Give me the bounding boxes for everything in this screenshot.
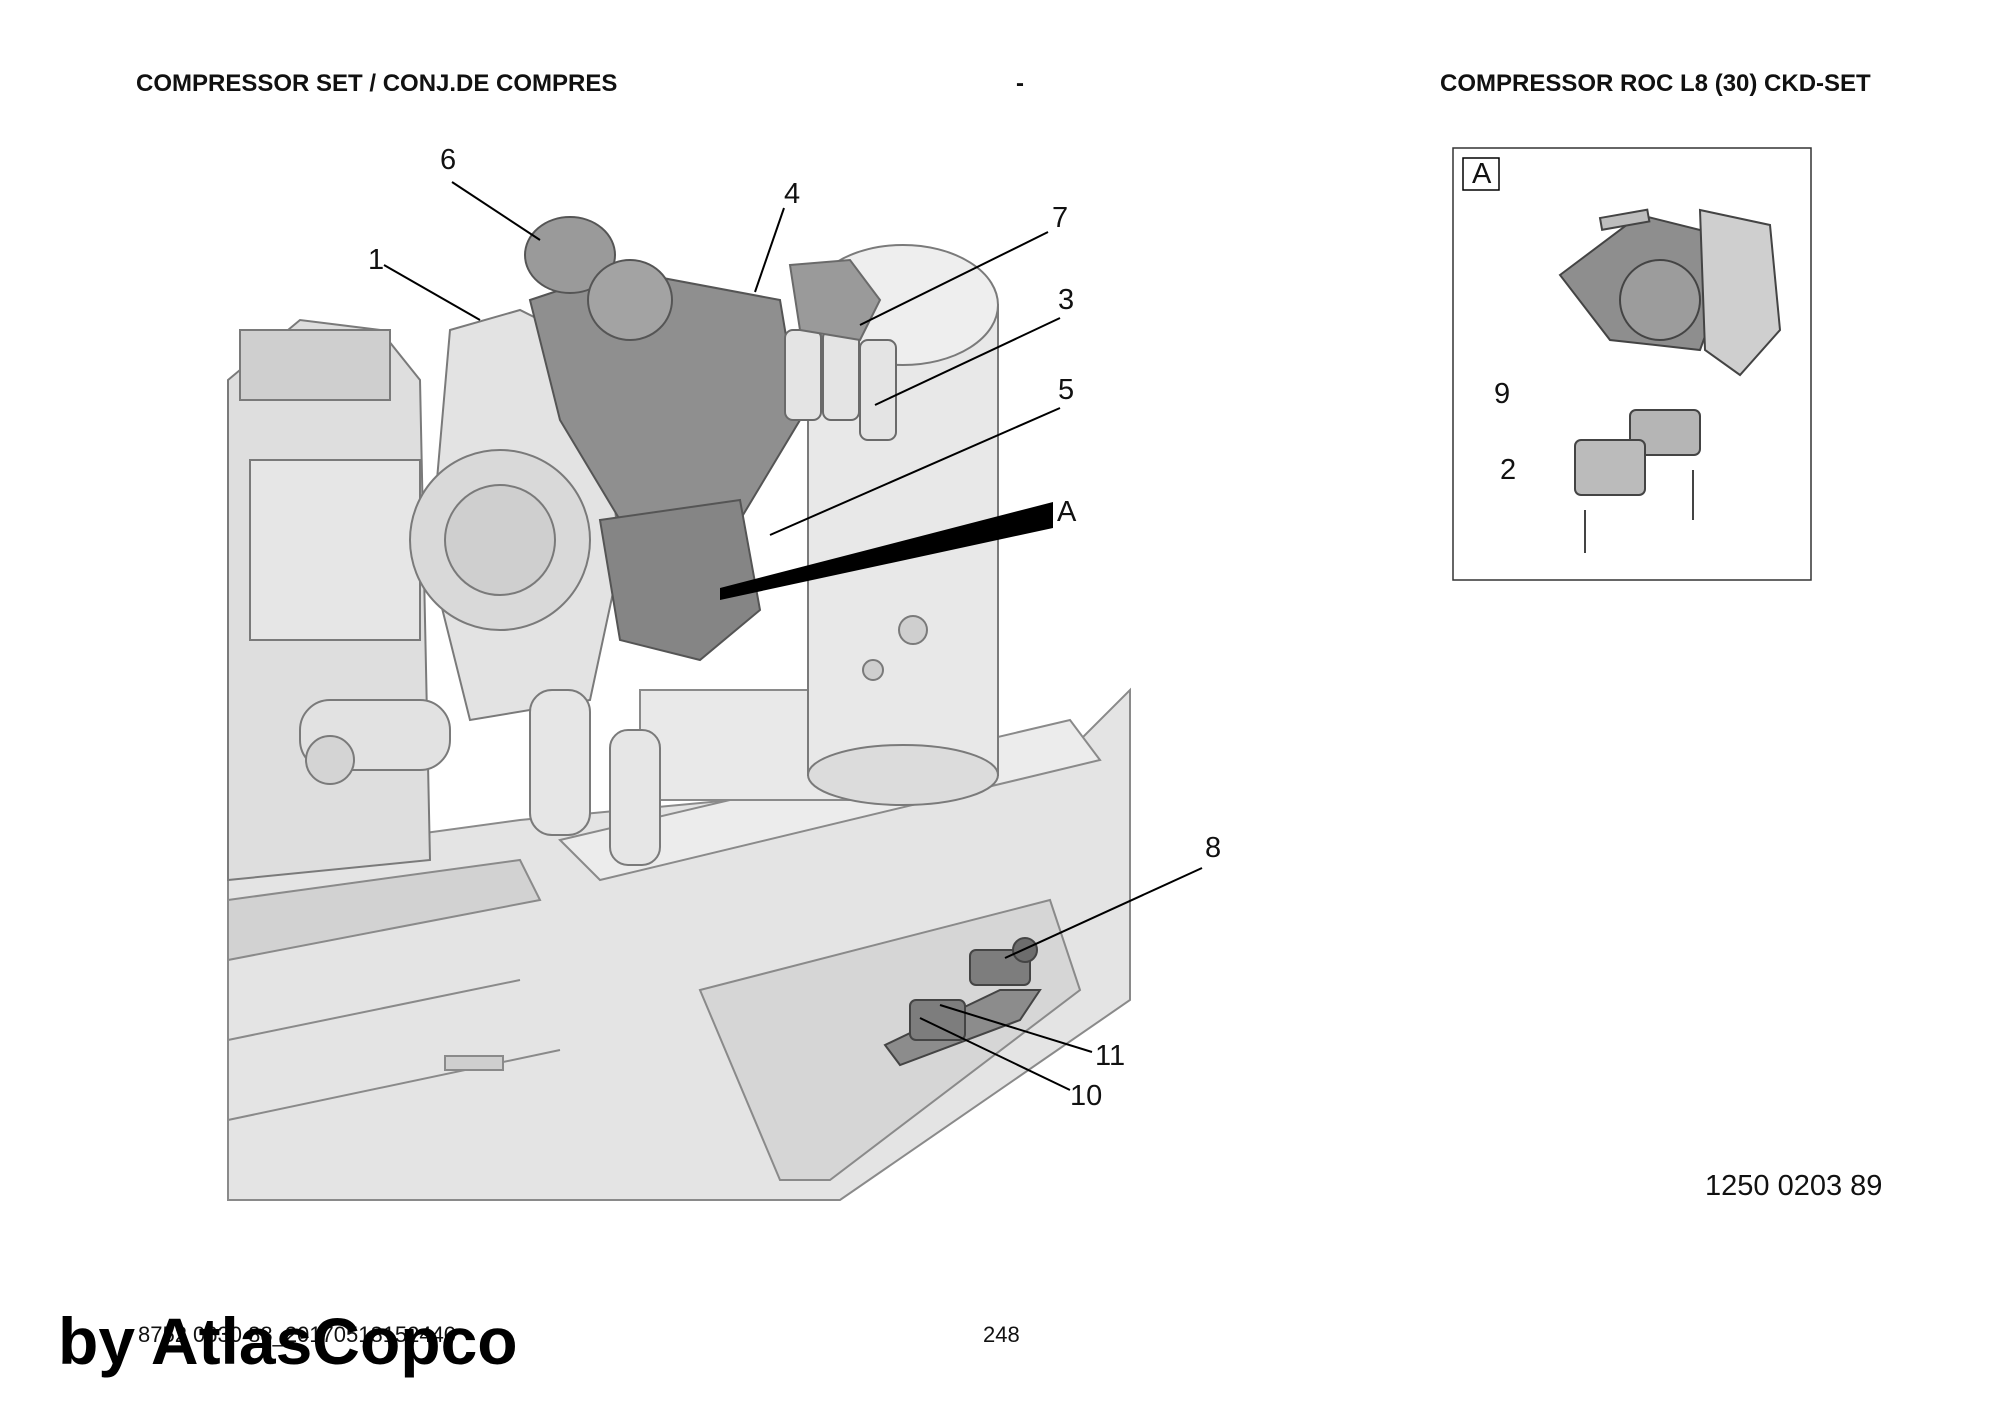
watermark: by AtlasCopco	[58, 1304, 518, 1378]
detail-callout-2: 2	[1500, 454, 1517, 486]
callout-a: A	[1057, 496, 1077, 528]
callout-4: 4	[784, 178, 801, 210]
air-filter-canisters	[529, 689, 661, 866]
drawing-number: 1250 0203 89	[1705, 1170, 1883, 1202]
callout-6: 6	[440, 144, 457, 176]
assembly-title: COMPRESSOR ROC L8 (30) CKD-SET	[1440, 70, 1871, 97]
detail-a-label: A	[1472, 158, 1492, 190]
callout-10: 10	[1070, 1080, 1103, 1112]
detail-a-pointer	[720, 502, 1053, 600]
callout-5: 5	[1058, 374, 1075, 406]
oil-filters	[784, 258, 897, 441]
section-title: COMPRESSOR SET / CONJ.DE COMPRES	[136, 70, 618, 97]
engine	[227, 318, 451, 882]
callout-11: 11	[1095, 1040, 1126, 1072]
callout-8: 8	[1205, 832, 1222, 864]
detail-callout-9: 9	[1494, 378, 1511, 410]
callout-3: 3	[1058, 284, 1075, 316]
page-number: 248	[983, 1322, 1020, 1347]
callout-1: 1	[368, 244, 385, 276]
footer-document-code: 8752 0630 88_20170518152440	[138, 1322, 457, 1347]
callout-7: 7	[1052, 202, 1069, 234]
detail-a-exploded-view	[1558, 208, 1782, 553]
compressor-element	[524, 216, 802, 662]
header-separator: -	[1016, 70, 1024, 97]
detail-a-label-box	[1462, 157, 1500, 191]
valve-block	[883, 937, 1042, 1067]
